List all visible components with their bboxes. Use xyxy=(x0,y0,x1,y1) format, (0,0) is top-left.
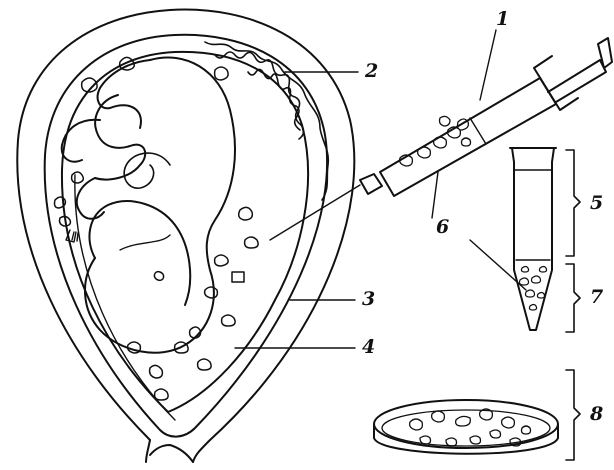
tube-cap xyxy=(510,148,556,162)
placenta-outer-edge xyxy=(205,42,328,200)
bracket-7 xyxy=(566,264,580,332)
syringe-fluid-level xyxy=(470,118,486,144)
label-3: 3 xyxy=(362,290,375,309)
leader-line-6b xyxy=(470,240,526,290)
fetus-hand xyxy=(77,178,104,219)
syringe-plunger-rod xyxy=(548,60,606,102)
label-1: 1 xyxy=(496,10,509,29)
cell xyxy=(150,365,163,378)
cell xyxy=(198,359,212,370)
amniotic-fluid-cells xyxy=(55,57,259,400)
label-4: 4 xyxy=(362,338,375,357)
cell xyxy=(72,172,84,183)
culture-dish xyxy=(374,400,558,454)
placenta xyxy=(205,42,328,200)
bracket-5 xyxy=(566,150,580,256)
cell xyxy=(245,237,259,248)
cell xyxy=(222,315,236,326)
label-6: 6 xyxy=(436,218,449,237)
syringe-needle xyxy=(270,185,360,240)
label-7: 7 xyxy=(590,288,603,307)
dish-rim-top xyxy=(374,400,558,448)
cell xyxy=(232,272,244,282)
label-8: 8 xyxy=(590,405,603,424)
fetus xyxy=(62,57,235,352)
leader-lines xyxy=(235,30,526,348)
label-2: 2 xyxy=(365,62,378,81)
label-5: 5 xyxy=(590,194,603,213)
umbilical-cord xyxy=(124,153,170,188)
brackets xyxy=(566,150,580,460)
amnion-outline xyxy=(62,52,308,412)
bracket-8 xyxy=(566,370,580,460)
leader-line-6a xyxy=(432,172,438,218)
fetus-ear xyxy=(154,272,163,281)
uterus-inner-outline xyxy=(45,35,327,437)
cell xyxy=(215,67,229,80)
leader-line-1 xyxy=(480,30,496,100)
placenta-wavy-villi-2 xyxy=(248,69,300,130)
dish-cell-cultures xyxy=(410,409,531,446)
cell xyxy=(205,287,218,298)
syringe-barrel xyxy=(380,78,556,196)
amniotic-sac xyxy=(62,52,308,420)
syringe-hub xyxy=(360,174,382,194)
cervix-left xyxy=(146,440,150,462)
cell xyxy=(239,207,253,220)
cell xyxy=(215,255,229,266)
fetus-head-upper xyxy=(89,201,190,305)
cervix-notch xyxy=(150,445,193,462)
dish-inner xyxy=(382,410,550,446)
fetus-knee xyxy=(110,105,141,128)
cell xyxy=(155,389,169,400)
fetus-neck-crease xyxy=(120,235,170,250)
fetus-forearm xyxy=(62,120,100,162)
syringe-plunger-head xyxy=(598,38,612,68)
cell xyxy=(128,342,141,353)
centrifuge-tube xyxy=(510,148,556,330)
